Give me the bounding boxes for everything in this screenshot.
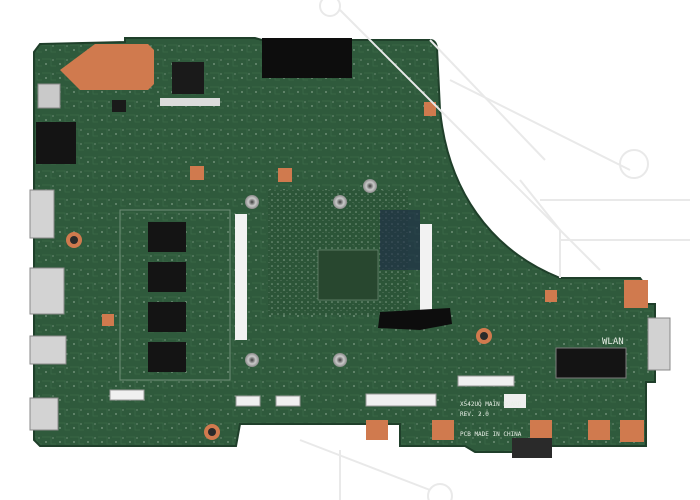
blue-component bbox=[380, 210, 420, 270]
connectors bbox=[109, 317, 671, 458]
ram-modules bbox=[119, 209, 231, 381]
tape-strip-left bbox=[235, 214, 247, 340]
shield-sticker bbox=[262, 38, 352, 78]
made-in-label: PCB MADE IN CHINA bbox=[460, 431, 522, 438]
io-ports bbox=[29, 83, 76, 431]
tape-strip-right bbox=[420, 224, 432, 324]
chips bbox=[112, 62, 379, 301]
marker-scribble bbox=[378, 308, 452, 330]
mounting-holes bbox=[66, 56, 492, 440]
copper-pads bbox=[60, 44, 648, 442]
board-name-label: X542UQ MAIN BOARD bbox=[460, 401, 522, 408]
revision-label: REV. 2.0 bbox=[460, 411, 489, 418]
wlan-label: WLAN bbox=[602, 337, 624, 347]
